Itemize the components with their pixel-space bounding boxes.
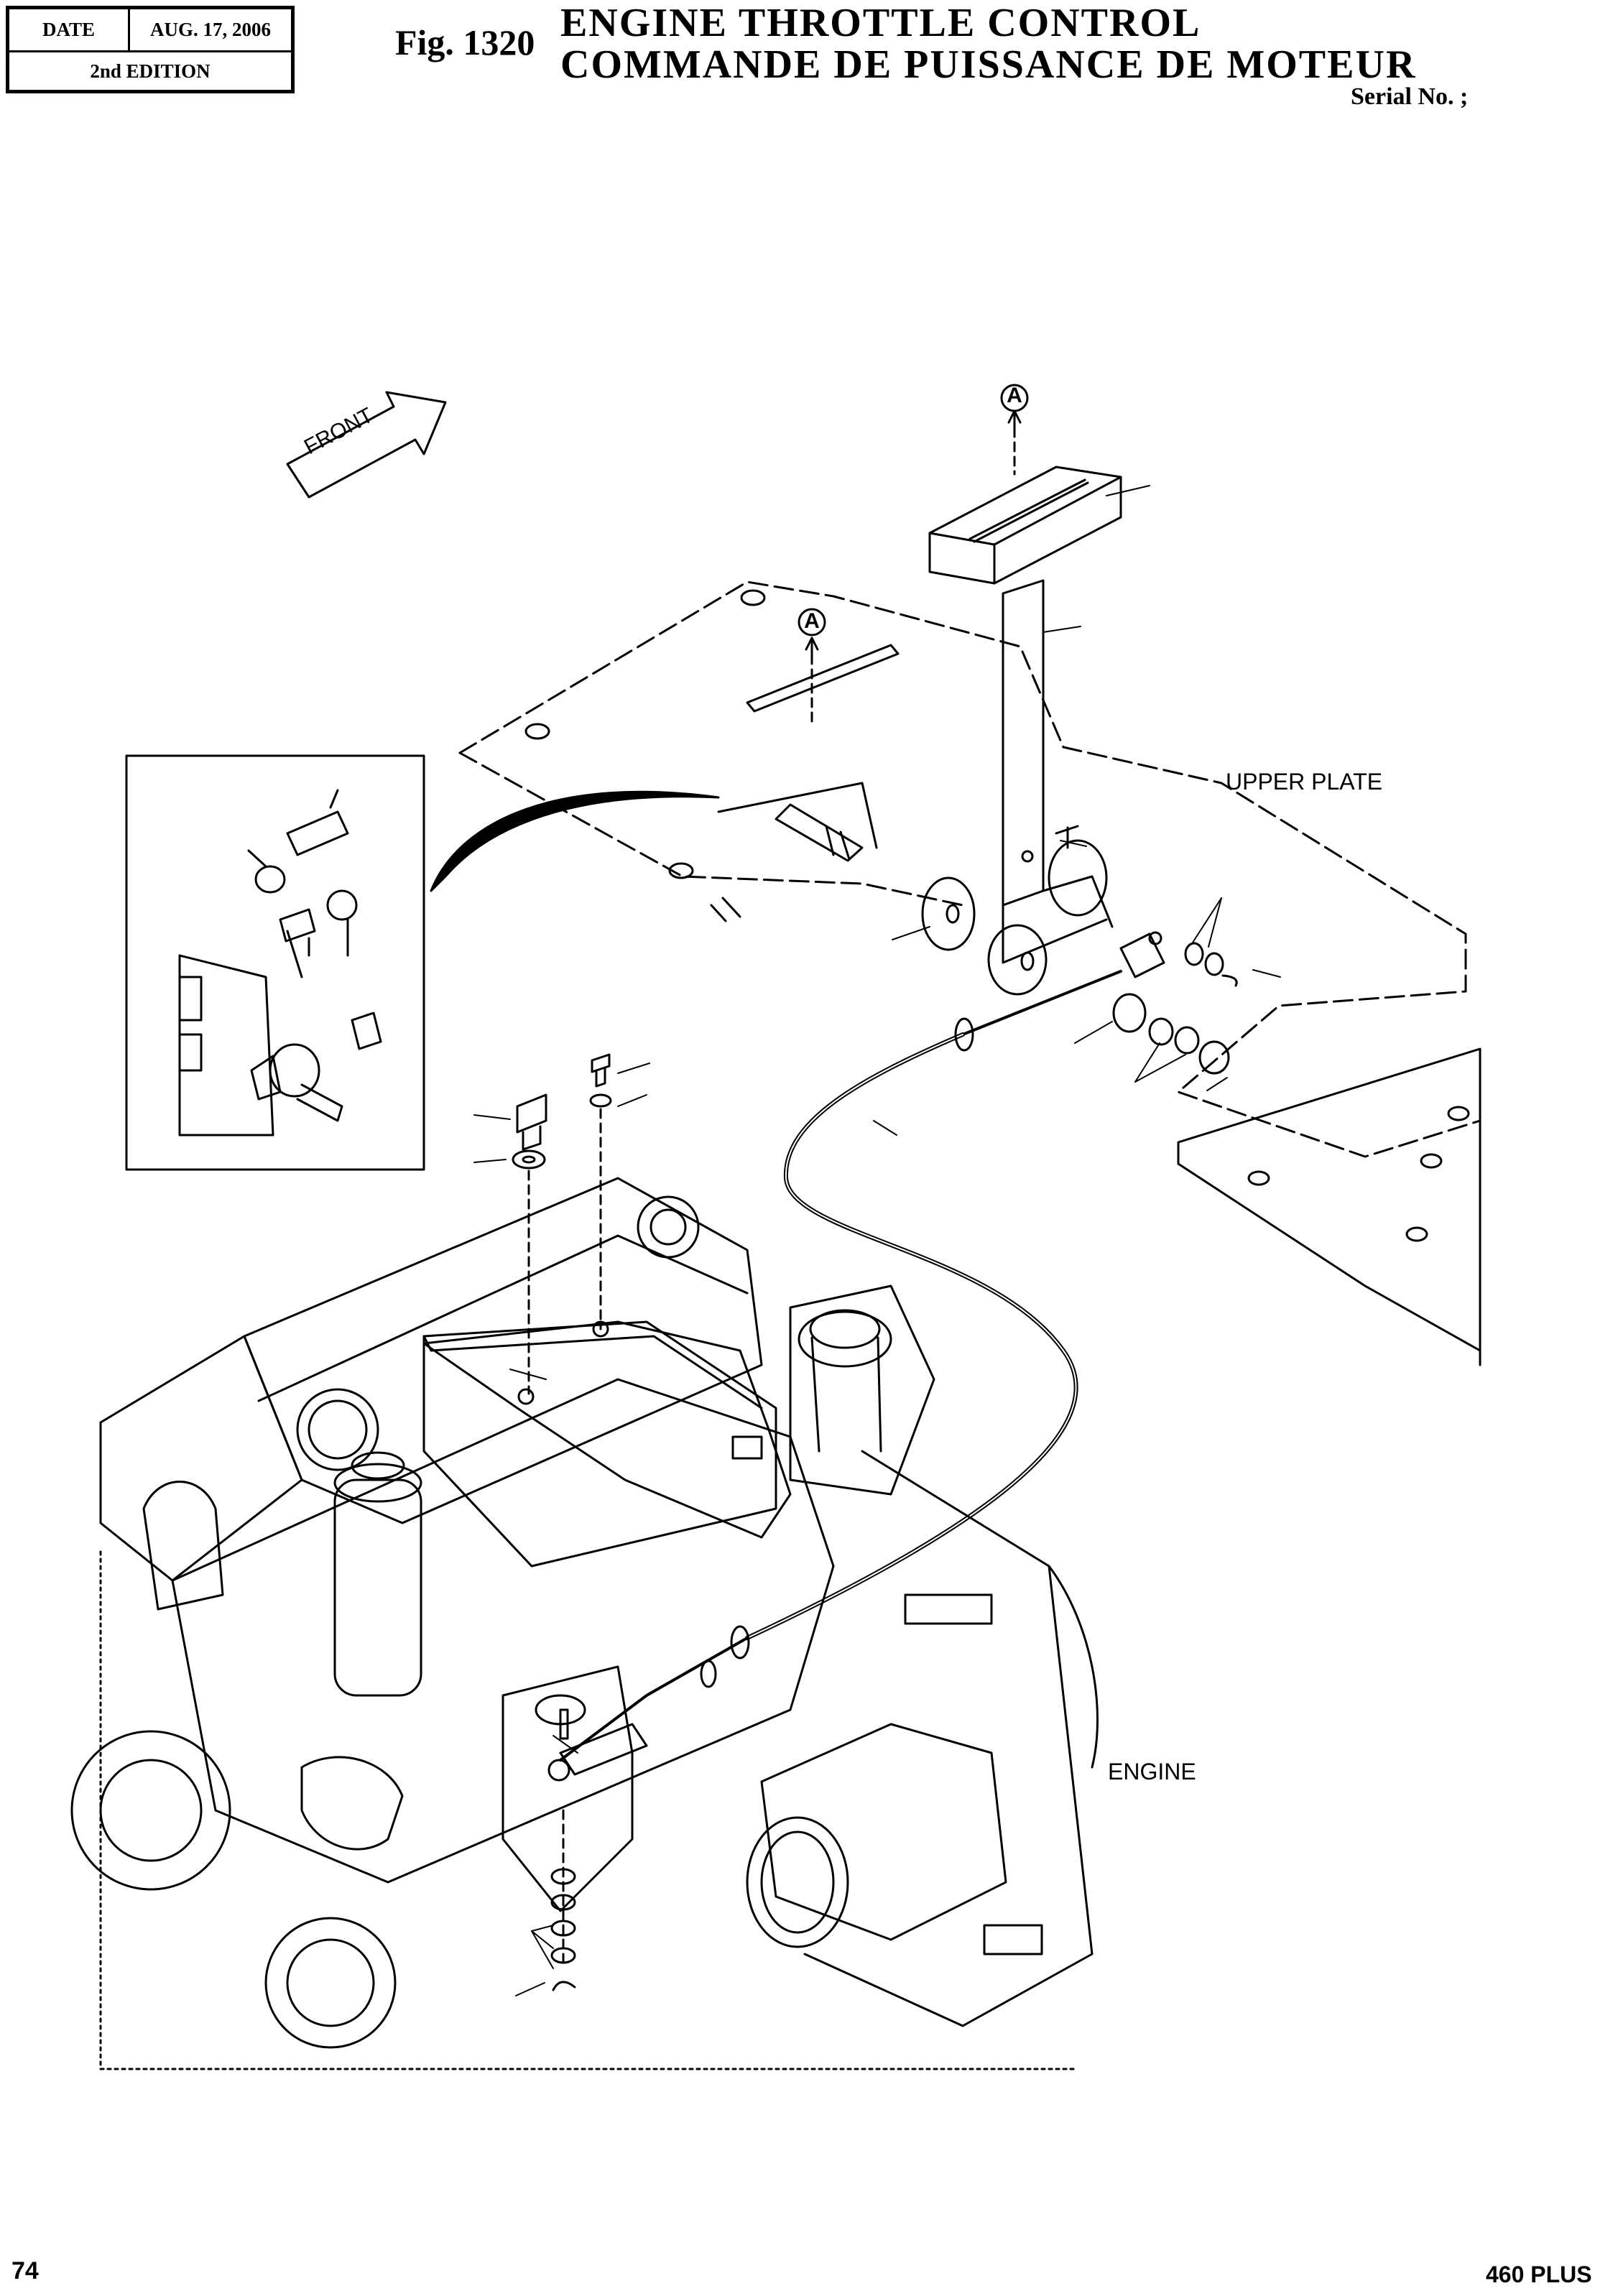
upper-plate <box>460 582 1480 1365</box>
detail-pointer-swoosh <box>431 792 718 891</box>
pivot-bolt <box>718 783 877 861</box>
plate-slots <box>711 645 898 921</box>
throttle-cable <box>560 971 1121 1760</box>
pedal-arm <box>1003 580 1112 963</box>
ref-a-plate-icon <box>799 609 825 726</box>
ref-a-top-label: A <box>1007 384 1022 407</box>
figure-number: Fig. 1320 <box>395 22 535 63</box>
bracket-bolts <box>513 1055 611 1394</box>
engine-cable-bracket <box>424 1322 790 1537</box>
upper-plate-label: UPPER PLATE <box>1226 769 1383 795</box>
pivot-washers <box>923 826 1106 994</box>
date-value: AUG. 17, 2006 <box>130 9 291 52</box>
governor-lever-hardware <box>549 1710 647 1990</box>
detail-inset <box>126 756 424 1170</box>
upper-plate-lower-panel <box>526 591 1480 1351</box>
front-arrow-icon <box>287 392 445 497</box>
date-label: DATE <box>9 9 130 52</box>
engine-label: ENGINE <box>1108 1759 1196 1785</box>
cable-clamp <box>1114 932 1236 1073</box>
ref-a-top-icon <box>1002 385 1027 474</box>
date-edition-box: DATE AUG. 17, 2006 2nd EDITION <box>6 6 295 93</box>
engine-assembly <box>72 1178 1098 2069</box>
page-number: 74 <box>11 2257 39 2285</box>
callout-leaders <box>474 486 1280 1996</box>
pedal-pad <box>930 467 1121 583</box>
title-french: COMMANDE DE PUISSANCE DE MOTEUR <box>560 42 1417 87</box>
title-english: ENGINE THROTTLE CONTROL <box>560 1 1201 45</box>
ref-a-plate-label: A <box>804 609 820 633</box>
model-name: 460 PLUS <box>1486 2262 1592 2287</box>
edition-label: 2nd EDITION <box>90 60 211 82</box>
serial-number: Serial No. ; <box>1351 83 1469 110</box>
